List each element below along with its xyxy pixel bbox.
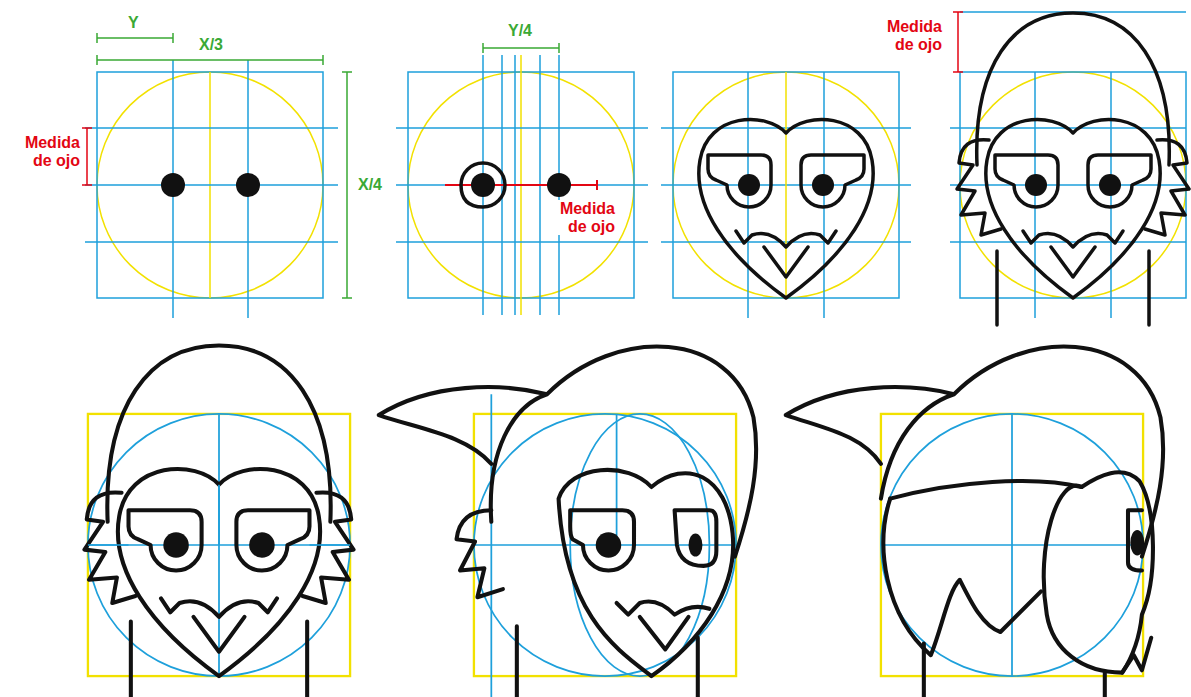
step-four-hair xyxy=(950,12,1189,325)
three-quarter-head xyxy=(379,347,756,697)
side-view-head xyxy=(786,347,1163,697)
dimension-label: X/4 xyxy=(356,176,384,194)
step-three-face xyxy=(661,72,911,318)
eye-measure-label: Medida de ojo xyxy=(541,200,617,235)
step-one-grid xyxy=(82,33,352,318)
dimension-label: Y/4 xyxy=(506,22,534,40)
dimension-label: X/3 xyxy=(197,36,225,54)
eye-measure-label: Medida de ojo xyxy=(868,18,944,53)
eye-measure-label: Medida de ojo xyxy=(6,134,82,169)
dimension-label: Y xyxy=(126,14,141,32)
step-two-grid xyxy=(396,43,648,315)
front-view-head xyxy=(84,345,353,697)
